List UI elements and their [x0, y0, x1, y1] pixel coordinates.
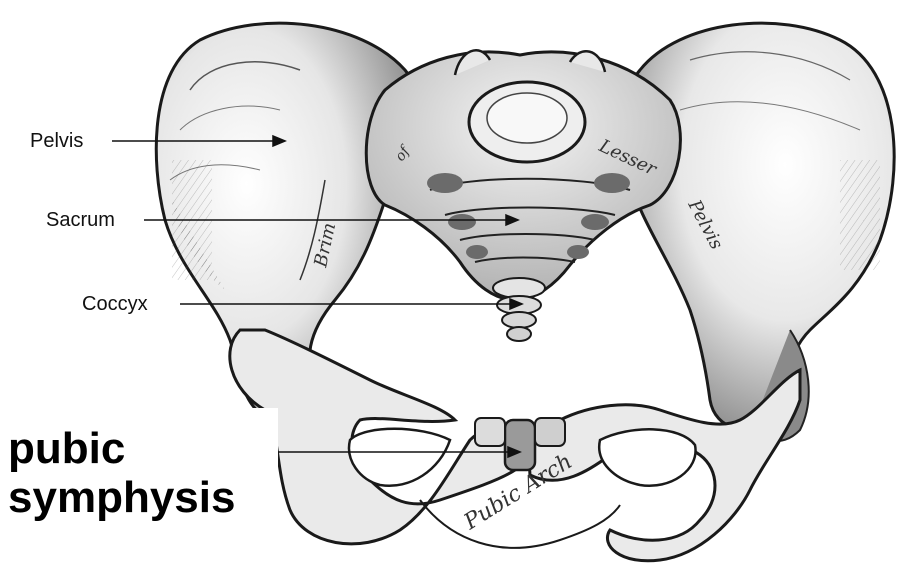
right-ilium	[622, 23, 894, 441]
sacrum-label: Sacrum	[46, 210, 115, 230]
coccyx	[493, 278, 545, 341]
coccyx-label: Coccyx	[82, 294, 148, 314]
pubic-symphysis-label-line1: pubic	[8, 424, 235, 473]
pubic-symphysis-label: pubic symphysis	[8, 424, 235, 523]
sacrum	[366, 50, 680, 300]
pubic-symphysis-label-line2: symphysis	[8, 473, 235, 522]
pelvis-label: Pelvis	[30, 131, 83, 151]
